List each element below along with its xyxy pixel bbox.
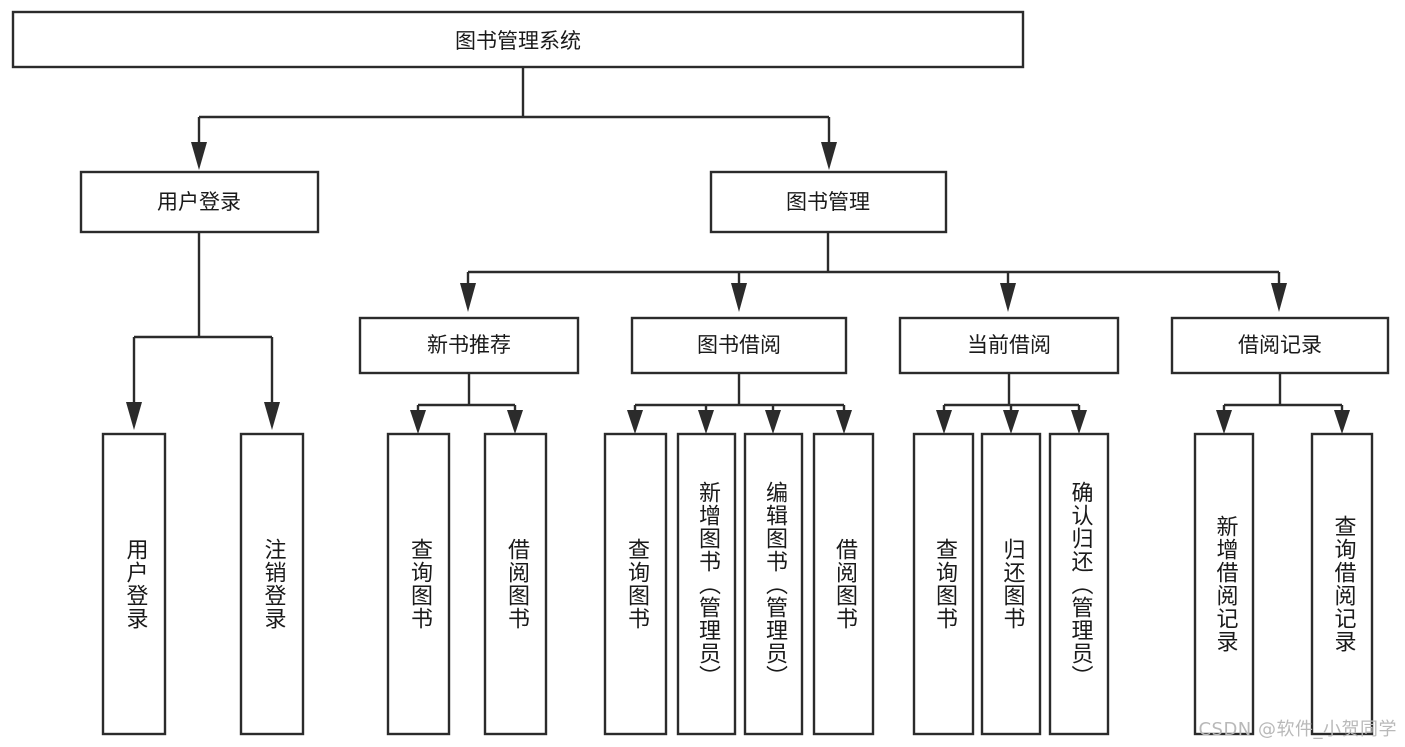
connector-book-management-to-level2 <box>460 232 1287 312</box>
connector-root-to-level1 <box>191 67 837 170</box>
leaf-book-borrow-2[interactable] <box>743 432 804 736</box>
leaf-book-borrow-3[interactable] <box>812 432 875 736</box>
leaf-book-borrow-0[interactable] <box>603 432 668 736</box>
node-borrow-record-label: 借阅记录 <box>1238 333 1322 357</box>
node-book-management-label: 图书管理 <box>786 190 870 214</box>
connector-book-borrow-to-leaves <box>627 373 852 434</box>
leaf-new-book-recommend-0[interactable] <box>386 432 451 736</box>
leaf-current-borrow-2[interactable] <box>1048 432 1110 736</box>
leaf-book-borrow-1[interactable] <box>676 432 737 736</box>
leaf-current-borrow-1[interactable] <box>980 432 1042 736</box>
connector-current-borrow-to-leaves <box>936 373 1087 434</box>
node-root-label: 图书管理系统 <box>455 29 581 53</box>
node-current-borrow[interactable] <box>898 316 1120 375</box>
node-root[interactable] <box>11 10 1025 69</box>
leaf-current-borrow-0[interactable] <box>912 432 975 736</box>
leaf-user-login-1[interactable] <box>239 432 305 736</box>
watermark-text: CSDN @软件_小贺同学 <box>1198 719 1397 740</box>
node-new-book-recommend-label: 新书推荐 <box>427 333 511 357</box>
leaf-borrow-record-1[interactable] <box>1310 432 1374 736</box>
connector-new-book-recommend-to-leaves <box>410 373 523 434</box>
node-user-login-label: 用户登录 <box>157 190 241 214</box>
node-user-login[interactable] <box>79 170 320 234</box>
leaf-new-book-recommend-1[interactable] <box>483 432 548 736</box>
node-current-borrow-label: 当前借阅 <box>967 333 1051 357</box>
leaf-borrow-record-0[interactable] <box>1193 432 1255 736</box>
connector-borrow-record-to-leaves <box>1216 373 1350 434</box>
connector-user-login-to-leaves <box>126 232 280 430</box>
node-new-book-recommend[interactable] <box>358 316 580 375</box>
leaf-user-login-0[interactable] <box>101 432 167 736</box>
node-book-borrow-label: 图书借阅 <box>697 333 781 357</box>
